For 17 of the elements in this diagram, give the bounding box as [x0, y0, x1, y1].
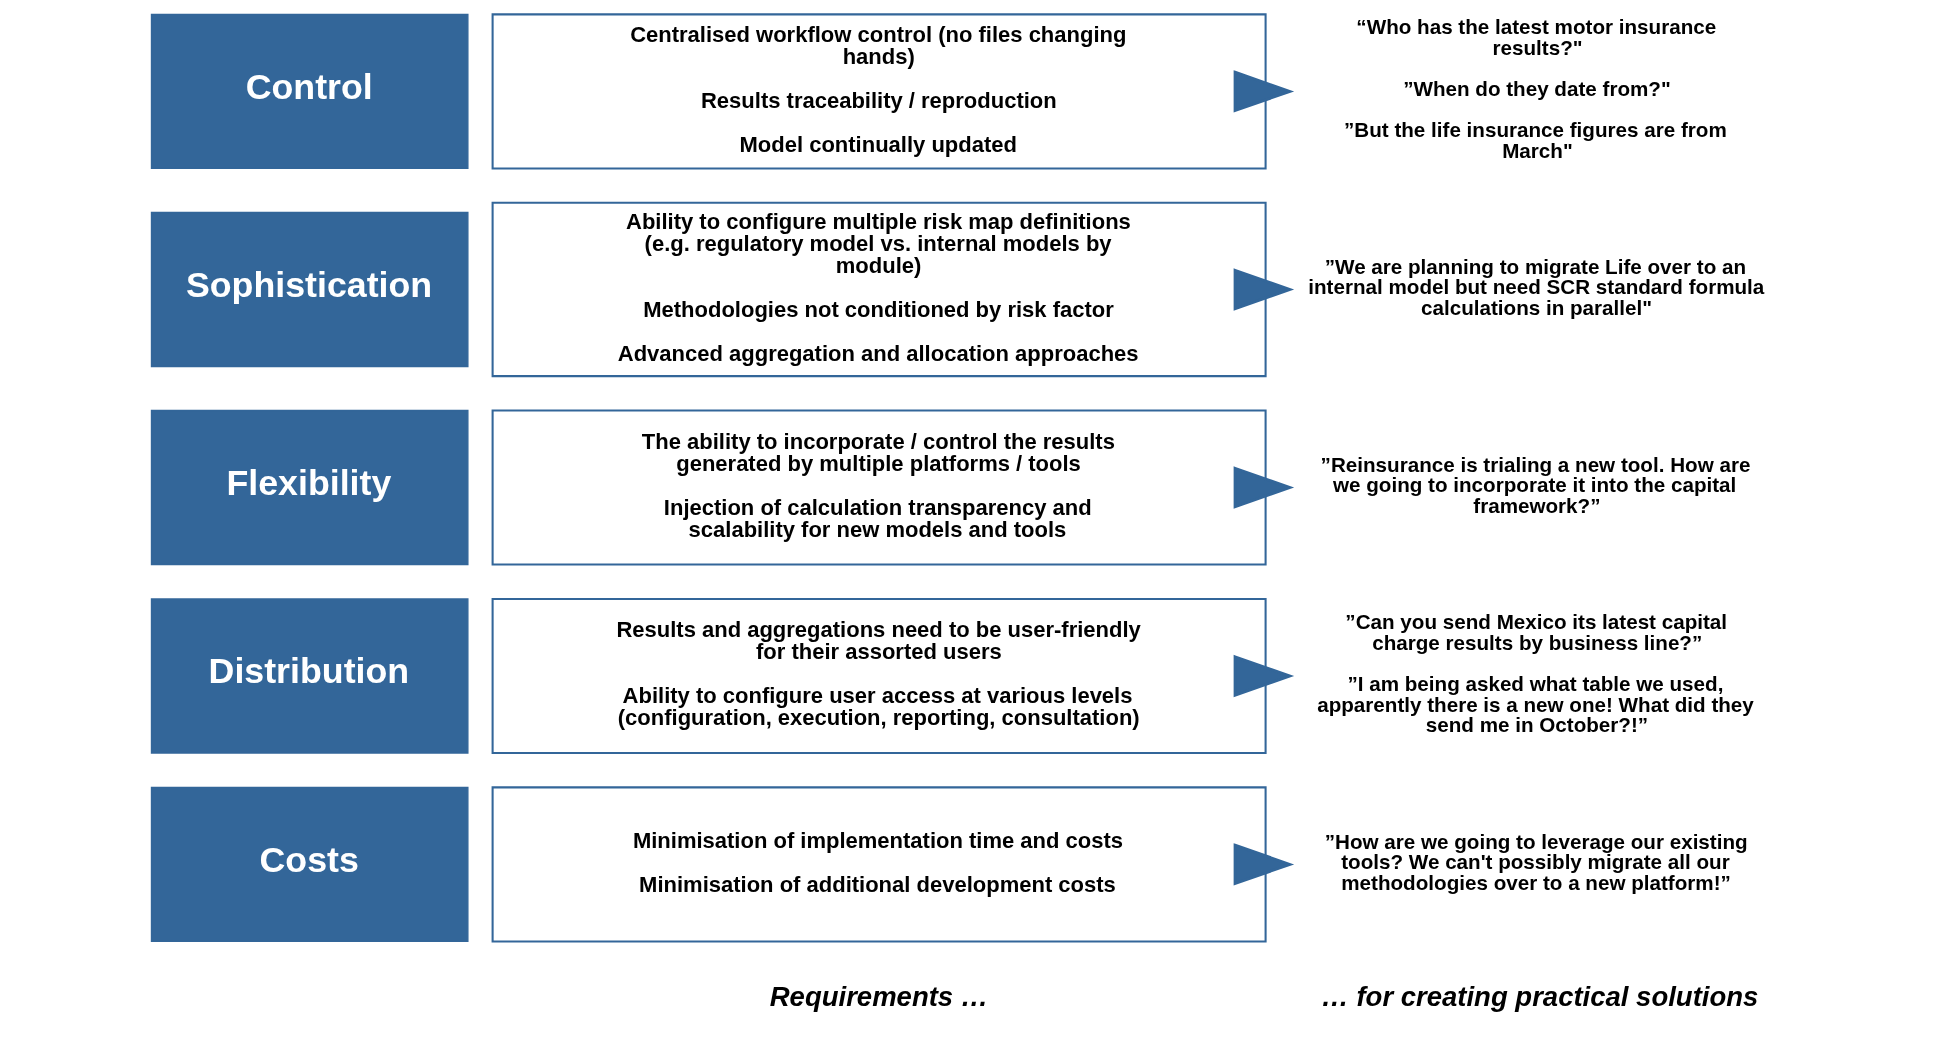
label: … for creating practical solutions: [1321, 981, 1759, 1013]
node-text: ”We are planning to migrate Life over to an internal model but need SCR standard formula calculations in parallel": [1308, 254, 1765, 319]
arrow: [1233, 843, 1295, 886]
arrow: [1233, 654, 1295, 698]
node-box: Distribution: [150, 598, 469, 754]
arrow: [1233, 70, 1295, 113]
node-text: ”How are we going to leverage our existing tools? We can't possibly migrate all our methodologies over to a new platform!”: [1324, 829, 1748, 894]
arrow: [1233, 268, 1295, 311]
node-text: ”Reinsurance is trialing a new tool. How are we going to incorporate it into the capital framework?”: [1320, 452, 1751, 517]
node-box: Sophistication: [150, 211, 469, 368]
node-box: Costs: [150, 786, 469, 943]
node-text: ”Can you send Mexico its latest capital charge results by business line?” ”I am being asked what table we used, apparently there is a new one! What did they send me in October?!”: [1317, 610, 1754, 737]
node-text: “Who has the latest motor insurance results?" ”When do they date from?" ”But the life insurance figures are from March": [1343, 15, 1727, 163]
label: Requirements …: [769, 981, 989, 1013]
node-box: Control: [150, 13, 469, 170]
node-box: Flexibility: [150, 409, 469, 566]
arrow: [1233, 466, 1295, 509]
